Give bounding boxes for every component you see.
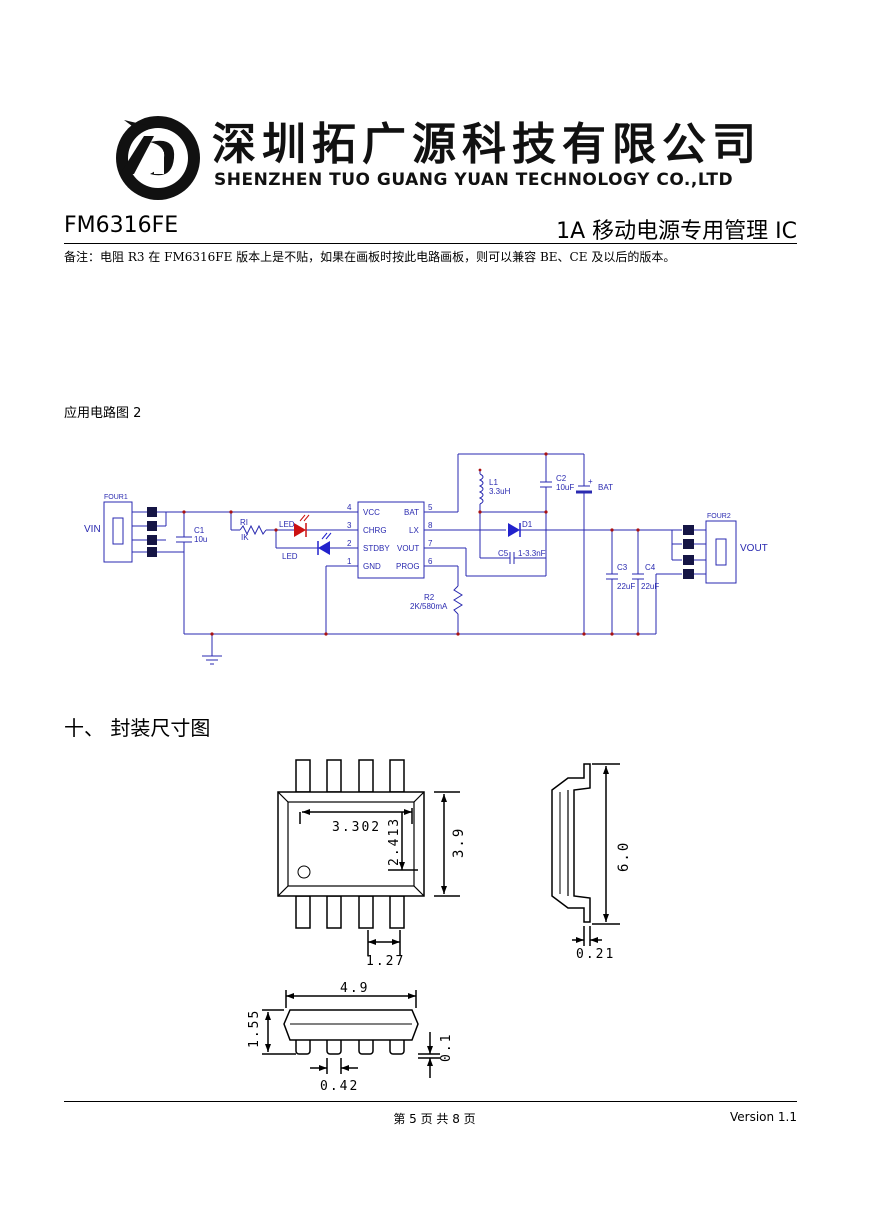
r1-value: IK (241, 533, 249, 542)
product-model: FM6316FE (64, 213, 179, 238)
dim-1-55: 1.55 (247, 1009, 262, 1048)
package-dimension-drawings: 3.302 2.413 3.9 1.27 6.0 0.21 (247, 759, 632, 1094)
document-title: 1A 移动电源专用管理 IC (556, 219, 797, 244)
c2-name: C2 (556, 474, 567, 483)
pin-num-6: 6 (428, 557, 433, 566)
footer-rule (64, 1101, 797, 1102)
pin-name-stdby: STDBY (363, 544, 390, 553)
dim-6-0: 6.0 (616, 841, 632, 872)
pin-name-vout: VOUT (397, 544, 419, 553)
vout-label: VOUT (740, 543, 768, 554)
four1-connector (103, 501, 133, 563)
c3-value: 22uF (617, 582, 635, 591)
led1-label: LED (279, 520, 295, 529)
top-view: 3.302 2.413 3.9 1.27 (277, 759, 467, 969)
pin-num-3: 3 (347, 521, 352, 530)
company-name-en: SHENZHEN TUO GUANG YUAN TECHNOLOGY CO.,L… (214, 170, 734, 190)
pin-name-gnd: GND (363, 562, 381, 571)
c3-name: C3 (617, 563, 628, 572)
dim-3302: 3.302 (332, 820, 381, 835)
four2-label: FOUR2 (707, 513, 731, 520)
page-indicator: 第 5 页 共 8 页 (393, 1112, 476, 1126)
pin-num-7: 7 (428, 539, 433, 548)
four2-connector (705, 520, 737, 584)
dim-0-1: 0.1 (439, 1033, 454, 1062)
pin-num-2: 2 (347, 539, 352, 548)
pin-name-vcc: VCC (363, 508, 380, 517)
r1-name: RI (240, 518, 248, 527)
header-rule (64, 243, 797, 244)
side-view: 6.0 0.21 (551, 763, 632, 962)
pin-num-4: 4 (347, 503, 352, 512)
bat-label: BAT (598, 483, 613, 492)
c4-value: 22uF (641, 582, 659, 591)
c5-name: C5 (498, 549, 509, 558)
r2-name: R2 (424, 593, 435, 602)
led-red (294, 523, 306, 537)
c1-name: C1 (194, 526, 205, 535)
pin-num-1: 1 (347, 557, 352, 566)
pin-name-lx: LX (409, 526, 419, 535)
c5-value: 1-3.3nF (518, 549, 546, 558)
dim-0-21: 0.21 (576, 947, 615, 962)
remark-note: 备注：电阻 R3 在 FM6316FE 版本上是不贴，如果在画板时按此电路画板，… (64, 250, 676, 264)
application-circuit-diagram: VIN FOUR1 C1 10u RI IK LED LED 4 3 2 1 V… (84, 452, 768, 665)
c1-value: 10u (194, 535, 207, 544)
company-name-cn: 深圳拓广源科技有限公司 (212, 119, 762, 170)
pin-num-8: 8 (428, 521, 433, 530)
l1-name: L1 (489, 478, 498, 487)
pin-name-chrg: CHRG (363, 526, 387, 535)
pin-num-5: 5 (428, 503, 433, 512)
ic-body (357, 501, 425, 579)
pin-name-bat: BAT (404, 508, 419, 517)
dim-0-42: 0.42 (320, 1079, 359, 1094)
package-section-heading: 十、 封装尺寸图 (64, 716, 211, 740)
dim-3-9: 3.9 (451, 827, 467, 858)
pin-name-prog: PROG (396, 562, 420, 571)
c4-name: C4 (645, 563, 656, 572)
front-view: 4.9 1.55 0.1 0.42 (247, 981, 454, 1094)
company-logo (116, 116, 200, 200)
led2-label: LED (282, 552, 298, 561)
vin-label: VIN (84, 524, 101, 535)
circuit-caption: 应用电路图 2 (64, 406, 142, 421)
d1-name: D1 (522, 520, 533, 529)
version-label: Version 1.1 (729, 1110, 797, 1124)
c2-value: 10uF (556, 483, 574, 492)
r2-value: 2K/580mA (410, 602, 448, 611)
dim-1-27: 1.27 (366, 954, 405, 969)
svg-text:+: + (588, 477, 593, 486)
l1-value: 3.3uH (489, 487, 511, 496)
led-blue (318, 541, 330, 555)
dim-2413: 2.413 (387, 817, 402, 866)
dim-4-9: 4.9 (340, 981, 369, 996)
diode-d1 (508, 523, 520, 537)
four1-label: FOUR1 (104, 494, 128, 501)
